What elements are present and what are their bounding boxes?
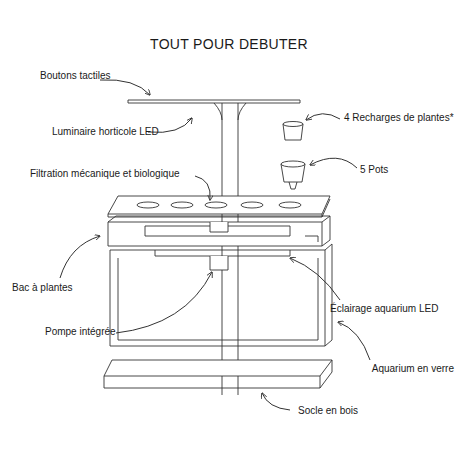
callout-label: Boutons tactiles bbox=[40, 70, 111, 82]
plant-pods bbox=[281, 122, 305, 190]
filter-lid bbox=[108, 196, 330, 217]
callout-label: Pompe intégrée bbox=[45, 326, 116, 338]
callout-label: 4 Recharges de plantes* bbox=[344, 112, 454, 124]
lamp bbox=[128, 100, 300, 395]
callout-label: Bac à plantes bbox=[12, 282, 73, 294]
callout-label: Aquarium en verre bbox=[372, 363, 454, 375]
callout-label: Socle en bois bbox=[298, 405, 358, 417]
callout-label: Filtration mécanique et biologique bbox=[30, 168, 180, 180]
plant-tray bbox=[108, 216, 330, 246]
title: TOUT POUR DEBUTER bbox=[0, 36, 458, 52]
wooden-base bbox=[104, 360, 332, 388]
glass-aquarium bbox=[110, 244, 332, 346]
callout-label: Luminaire horticole LED bbox=[52, 126, 159, 138]
callout-label: 5 Pots bbox=[360, 164, 388, 176]
callout-label: Éclairage aquarium LED bbox=[330, 303, 438, 315]
